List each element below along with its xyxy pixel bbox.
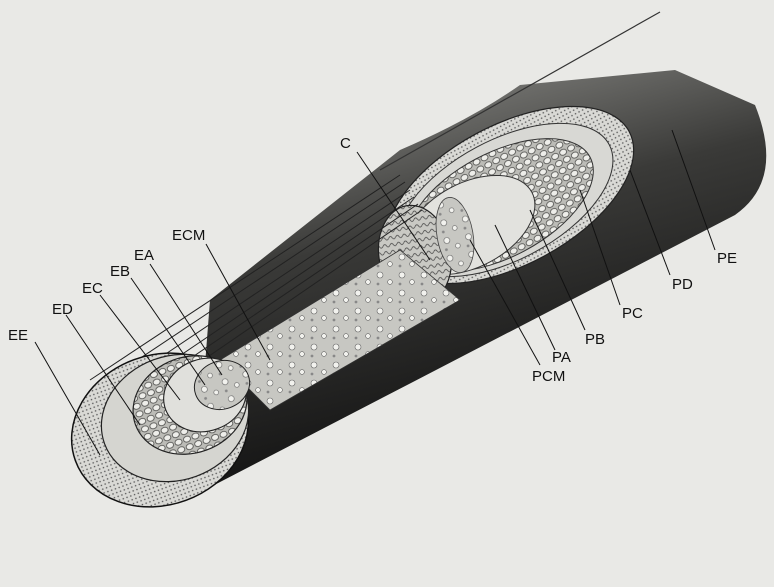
label-pd: PD (672, 276, 693, 293)
label-pc: PC (622, 305, 643, 322)
label-pa: PA (552, 349, 571, 366)
label-c: C (340, 135, 351, 152)
label-ed: ED (52, 301, 73, 318)
label-pcm: PCM (532, 368, 565, 385)
label-ee: EE (8, 327, 28, 344)
label-eb: EB (110, 263, 130, 280)
label-pe: PE (717, 250, 737, 267)
label-ecm: ECM (172, 227, 205, 244)
label-ec: EC (82, 280, 103, 297)
label-pb: PB (585, 331, 605, 348)
label-ea: EA (134, 247, 154, 264)
